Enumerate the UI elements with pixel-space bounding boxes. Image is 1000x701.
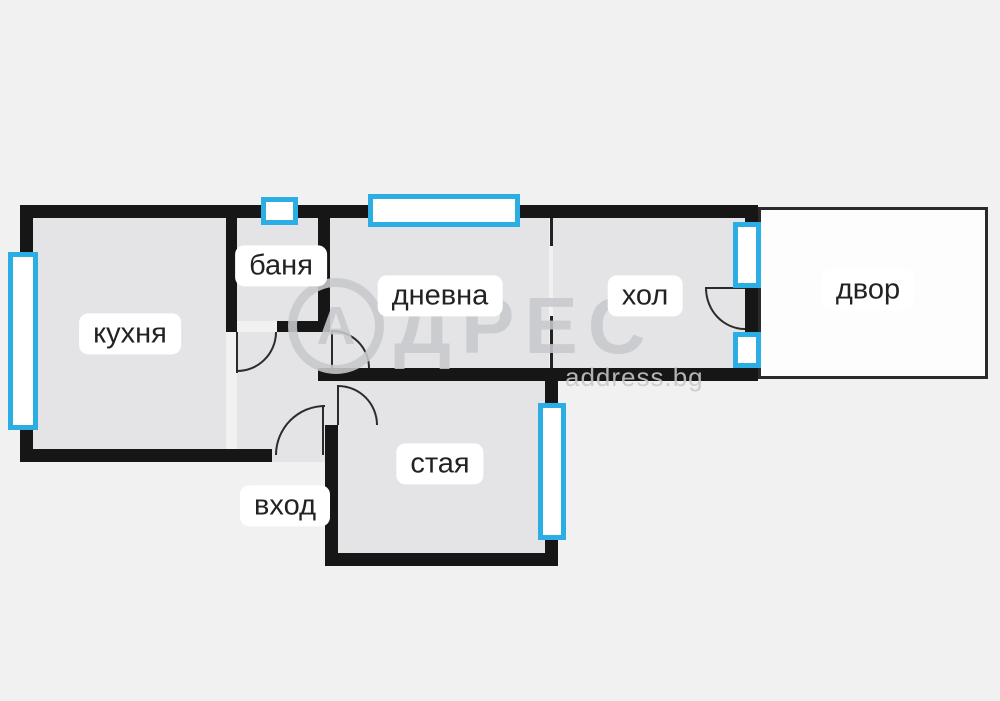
window-bedroom-right [538, 403, 566, 540]
door-leaf-living [331, 330, 333, 368]
room-label-bathroom: баня [235, 245, 327, 287]
door-leaf-bathroom [236, 332, 238, 373]
room-label-yard: двор [821, 269, 915, 311]
window-kitchen-left [8, 252, 38, 430]
wall-bathroom-bottom [277, 321, 330, 332]
room-label-living: дневна [377, 275, 503, 317]
wall-bedroom-left [325, 425, 338, 566]
wall-bathroom-left [226, 218, 237, 332]
wall-bedroom-bottom [325, 553, 558, 566]
window-bathroom-top [261, 197, 298, 225]
window-hall-right-lower [733, 332, 761, 368]
window-living-top [368, 194, 520, 227]
door-leaf-entrance [322, 405, 324, 455]
partition-living-hall-bottom [550, 316, 553, 368]
wall-living-bottom [318, 368, 758, 381]
partition-living-hall-top [550, 218, 553, 246]
room-label-entrance: вход [240, 485, 330, 527]
window-hall-right-upper [733, 222, 761, 288]
door-leaf-bedroom [337, 385, 339, 425]
room-label-kitchen: кухня [79, 313, 181, 355]
wall-kitchen-bottom [20, 449, 272, 462]
door-leaf-hall [705, 287, 745, 289]
room-label-hall: хол [607, 275, 683, 317]
central-gap-floor [318, 332, 330, 368]
bedroom-gap-floor [325, 381, 338, 425]
room-label-bedroom: стая [396, 443, 484, 485]
